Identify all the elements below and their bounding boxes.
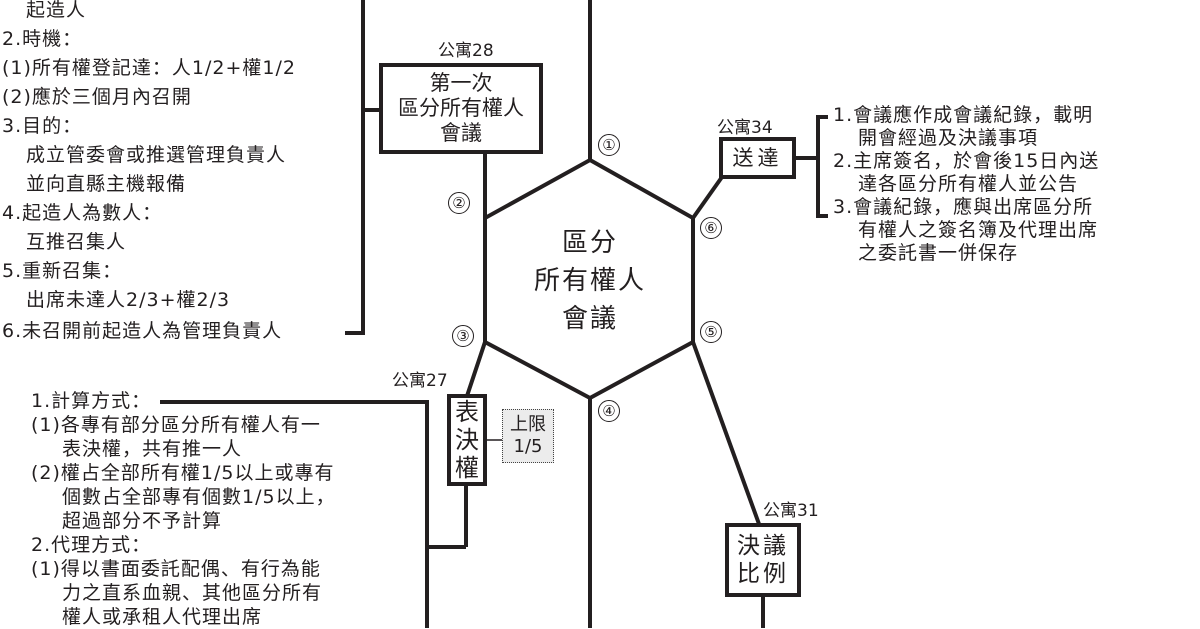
voting-right-note: (1)得以書面委託配偶、有行為能 — [31, 558, 321, 580]
first-meeting-line: 會議 — [440, 121, 482, 145]
resolution-ratio-line: 比例 — [737, 561, 789, 587]
first-meeting-note: 互推召集人 — [26, 231, 127, 253]
node-3-icon: ③ — [452, 325, 474, 347]
voting-right-note: 權人或承租人代理出席 — [62, 606, 263, 628]
voting-right-char: 決 — [455, 426, 479, 454]
resolution-ratio-ref: 公寓31 — [763, 501, 819, 521]
voting-limit-line: 上限 — [510, 414, 546, 435]
center-title-line: 會議 — [561, 304, 618, 334]
delivery-note: 有權人之簽名簿及代理出席 — [858, 219, 1099, 241]
first-meeting-note: 3.目的： — [2, 115, 83, 137]
voting-limit-line: 1/5 — [513, 436, 543, 457]
center-title: 區分 所有權人 會議 — [505, 224, 675, 338]
delivery-note: 3.會議紀錄，應與出席區分所 — [833, 196, 1094, 218]
delivery-note: 2.主席簽名，於會後15日內送 — [833, 150, 1100, 172]
first-meeting-line: 區分所有權人 — [398, 96, 524, 120]
voting-right-note: 力之直系血親、其他區分所有 — [62, 582, 323, 604]
first-meeting-note: 起造人 — [26, 0, 87, 21]
voting-right-ref: 公寓27 — [392, 371, 448, 391]
first-meeting-note: 2.時機： — [2, 28, 83, 50]
node-6-icon: ⑥ — [700, 217, 722, 239]
node-2-icon: ② — [448, 192, 470, 214]
first-meeting-note: 成立管委會或推選管理負責人 — [26, 144, 287, 166]
first-meeting-note: 6.未召開前起造人為管理負責人 — [2, 320, 283, 342]
first-meeting-note: (2)應於三個月內召開 — [2, 86, 192, 108]
first-meeting-note: (1)所有權登記達：人1/2+權1/2 — [2, 57, 296, 79]
voting-right-note: 表決權，共有推一人 — [62, 438, 243, 460]
node-5-icon: ⑤ — [700, 321, 722, 343]
first-meeting-box: 第一次 區分所有權人 會議 — [379, 63, 543, 154]
first-meeting-note: 出席未達人2/3+權2/3 — [26, 289, 231, 311]
voting-right-note: 超過部分不予計算 — [62, 510, 223, 532]
delivery-note: 1.會議應作成會議紀錄，載明 — [833, 104, 1094, 126]
voting-right-note: (1)各專有部分區分所有權人有一 — [31, 414, 321, 436]
first-meeting-note: 5.重新召集： — [2, 260, 123, 282]
voting-right-note: 2.代理方式： — [31, 534, 152, 556]
voting-right-box: 表 決 權 — [447, 394, 487, 486]
delivery-label: 送達 — [732, 145, 783, 170]
center-title-line: 區分 — [561, 228, 618, 258]
voting-right-note: 1.計算方式： — [31, 390, 152, 412]
first-meeting-ref: 公寓28 — [438, 41, 494, 61]
node-1-icon: ① — [598, 134, 620, 156]
first-meeting-note: 4.起造人為數人： — [2, 202, 163, 224]
voting-limit-box: 上限 1/5 — [502, 409, 554, 463]
voting-right-note: (2)權占全部所有權1/5以上或專有 — [31, 462, 335, 484]
delivery-note: 達各區分所有權人並公告 — [858, 173, 1079, 195]
voting-right-char: 表 — [455, 398, 479, 426]
delivery-ref: 公寓34 — [717, 118, 773, 138]
delivery-note: 之委託書一併保存 — [858, 242, 1019, 264]
resolution-ratio-box: 決議 比例 — [725, 523, 801, 597]
resolution-ratio-line: 決議 — [737, 533, 789, 559]
center-title-line: 所有權人 — [533, 266, 646, 296]
node-4-icon: ④ — [598, 400, 620, 422]
voting-right-note: 個數占全部專有個數1/5以上， — [62, 486, 336, 508]
first-meeting-note: 並向直縣主機報備 — [26, 173, 187, 195]
delivery-box: 送達 — [719, 137, 796, 179]
delivery-note: 開會經過及決議事項 — [858, 127, 1039, 149]
voting-right-char: 權 — [455, 454, 479, 482]
first-meeting-line: 第一次 — [429, 71, 493, 95]
